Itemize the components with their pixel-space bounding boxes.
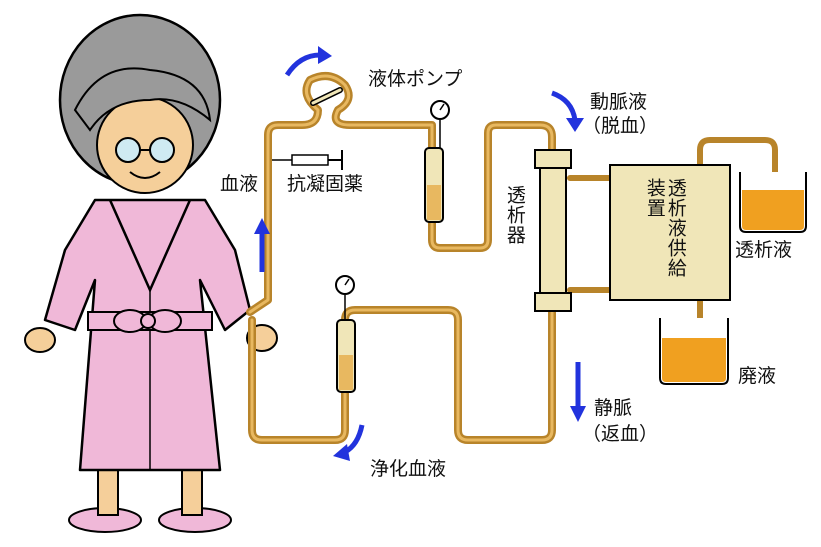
dialysate-supply-unit [609, 164, 731, 301]
vein-sub-label: （返血） [582, 423, 659, 445]
anticoagulant-label: 抗凝固薬 [287, 173, 364, 195]
waste-label: 廃液 [738, 365, 777, 387]
dialysate-beaker [739, 172, 807, 233]
venous-chamber [335, 275, 356, 393]
syringe-icon [272, 150, 343, 170]
pump-icon [310, 87, 343, 106]
pump-label: 液体ポンプ [368, 68, 463, 90]
purified-blood-label: 浄化血液 [370, 458, 447, 480]
artery-label: 動脈液 [590, 91, 648, 113]
blood-circuit-tubing [246, 72, 778, 444]
vein-label: 静脈 [594, 397, 633, 419]
dialysate-label: 透析液 [735, 239, 793, 261]
flow-arrows [254, 46, 586, 461]
blood-label: 血液 [220, 173, 259, 195]
artery-sub-label: （脱血） [582, 115, 659, 137]
patient-illustration [24, 13, 278, 533]
arterial-chamber [424, 100, 450, 223]
dialyzer-label: 透析器 [503, 185, 526, 245]
supply-unit-label: 透析液供給装置 [643, 178, 687, 278]
dialyzer-device [534, 149, 572, 312]
waste-beaker [659, 318, 729, 385]
